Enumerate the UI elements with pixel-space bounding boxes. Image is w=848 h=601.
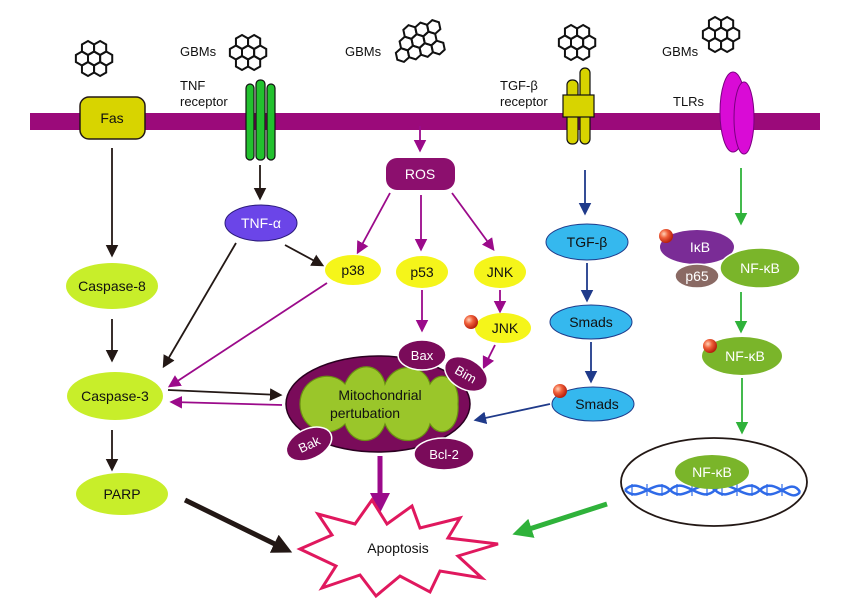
fas-label: Fas [100,110,123,126]
gbm-particle-tgf [559,25,595,60]
cell-membrane [30,113,820,130]
caspase8-node [66,263,158,309]
ikb-node [660,230,734,264]
tnf-alpha-node [224,204,298,242]
bcl2-label: Bcl-2 [429,447,459,462]
smads-label: Smads [569,314,613,330]
tgf-receptor [562,67,595,145]
phosphate-jnk [464,315,478,329]
gbms-label-ros: GBMs [345,44,382,59]
tlr-receptor [719,71,755,155]
bim-node [443,355,489,393]
ros-node [386,158,455,190]
gbms-label-tlr: GBMs [662,44,699,59]
p53-label: p53 [410,264,434,280]
arrow-tnfa-caspase3 [162,242,237,369]
jnk-node [474,256,526,288]
dna-strand [624,484,802,497]
p53-node [396,256,448,288]
tgf-receptor-label-1: TGF-β [500,78,538,93]
arrow-jnkp-bim [482,344,496,370]
p38-label: p38 [341,262,365,278]
bax-node [397,339,447,371]
arrow-nucleus-apoptosis [512,501,608,538]
nfkb-nucleus-node [675,455,749,489]
jnk-label: JNK [487,264,514,280]
nfkb-phospho-node [702,337,782,375]
phosphate-nfkb [703,339,717,353]
tnf-alpha-label: TNF-α [241,215,281,231]
p65-label: p65 [685,268,709,284]
tgf-beta-label: TGF-β [567,234,608,250]
ros-label: ROS [405,166,435,182]
nfkb-phospho-label: NF-κB [725,348,765,364]
mito-label-2: pertubation [330,405,400,421]
apoptosis-burst [296,497,499,599]
fas-receptor [79,96,146,140]
caspase3-node [67,372,163,420]
tnf-receptor-label-2: receptor [180,94,228,109]
nfkb-node [719,247,801,289]
arrow-p38-caspase3 [167,282,328,388]
caspase3-label: Caspase-3 [81,388,149,404]
bak-node [285,426,333,462]
mitochondrion [285,355,471,453]
arrow-caspase3-mito [167,388,283,401]
nfkb-label: NF-κB [740,260,780,276]
phosphate-ikb [659,229,673,243]
parp-node [76,473,168,515]
gbm-particle-tlr [703,17,739,52]
arrow-mito-caspase3 [169,395,283,409]
tgf-beta-node [545,223,629,261]
jnk-phospho-node [475,313,531,343]
tlrs-label: TLRs [673,94,705,109]
gbms-label-tnf: GBMs [180,44,217,59]
apoptosis-label: Apoptosis [367,540,428,556]
ikb-label: IκB [690,239,710,255]
tnf-receptor-label-1: TNF [180,78,205,93]
arrow-parp-apoptosis [183,497,293,553]
bcl2-node [413,437,475,471]
caspase8-label: Caspase-8 [78,278,146,294]
gbm-particle-tnf [230,35,266,70]
phosphate-smads [553,384,567,398]
arrow-tnfa-p38 [284,244,325,267]
smads-phospho-label: Smads [575,396,619,412]
jnk-phospho-label: JNK [492,320,519,336]
bax-label: Bax [411,348,434,363]
nfkb-nucleus-label: NF-κB [692,464,732,480]
mito-label-1: Mitochondrial [338,387,421,403]
parp-label: PARP [103,486,140,502]
smads-phospho-node [551,386,635,422]
arrow-ros-p38 [356,192,391,255]
smads-node [549,304,633,340]
arrow-smads-mito [473,403,551,425]
p65-node [674,263,720,289]
arrow-ros-jnk [451,192,495,252]
tgf-receptor-label-2: receptor [500,94,548,109]
tnf-receptor [245,79,276,161]
gbm-particle-fas [76,41,112,76]
p38-node [325,255,381,285]
gbm-particle-ros [394,17,447,65]
